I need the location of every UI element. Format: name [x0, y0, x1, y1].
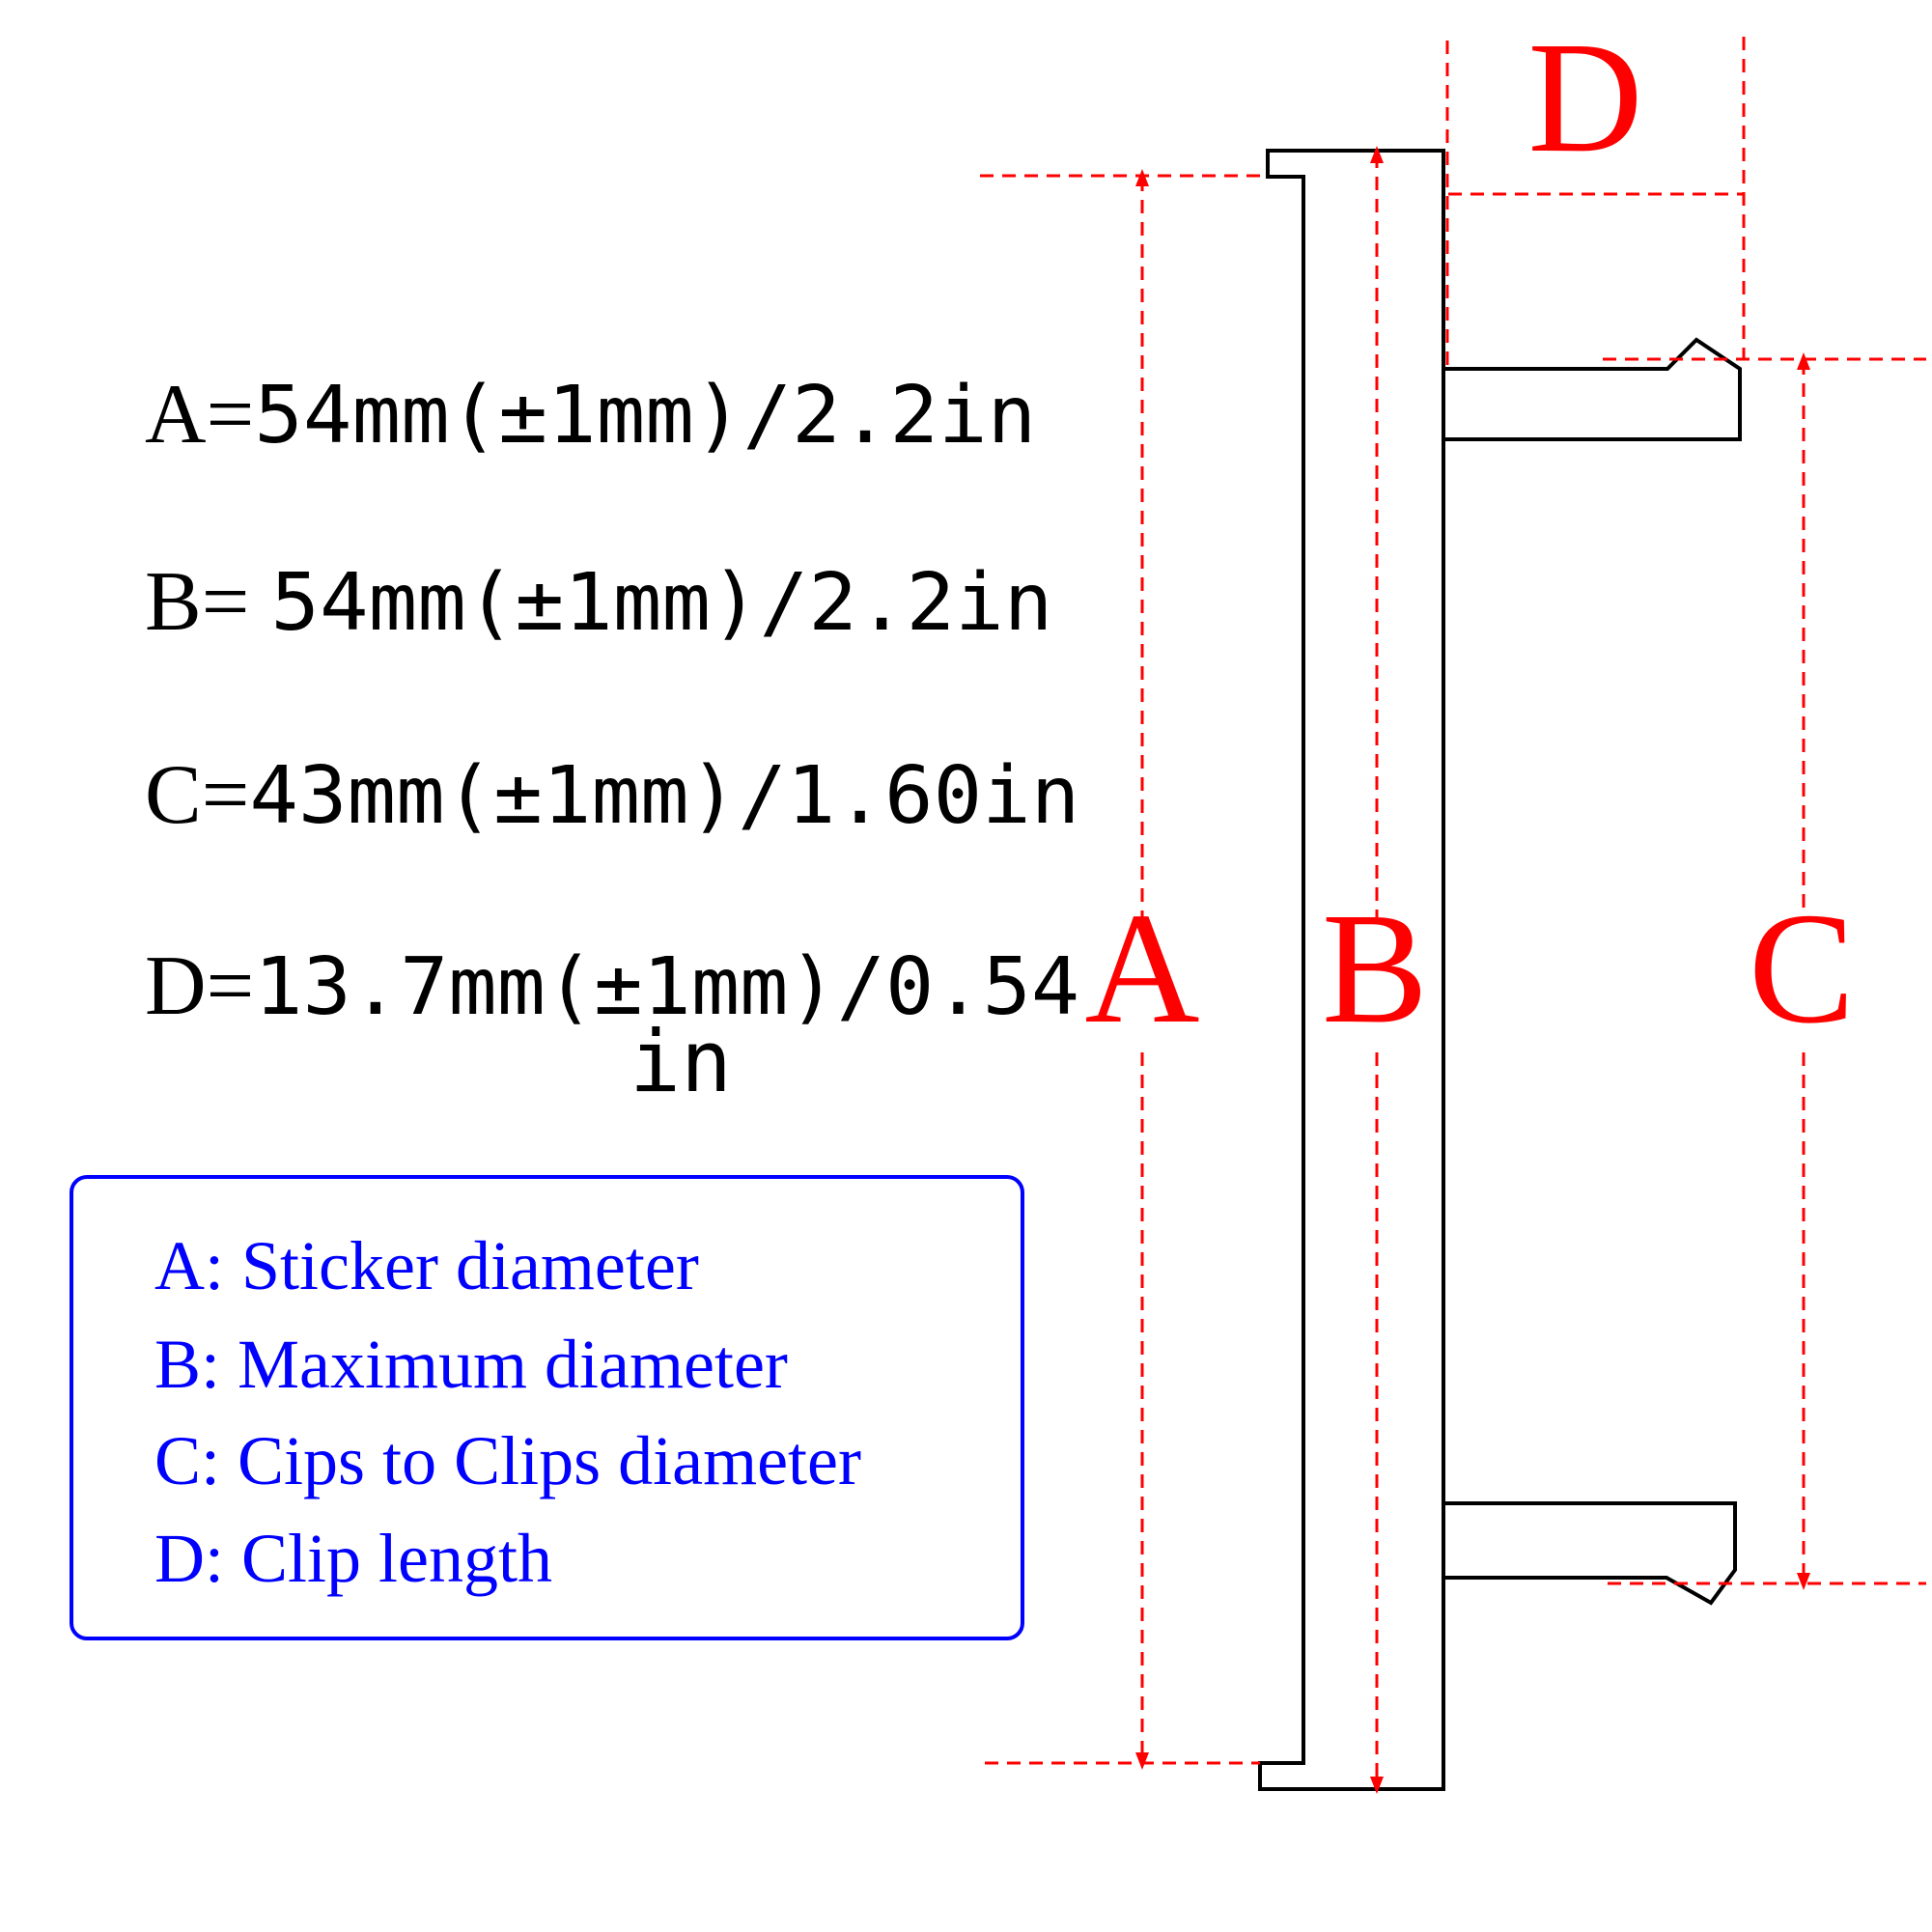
spec-list: A=54mm(±1mm)/2.2in B= 54mm(±1mm)/2.2in C… — [145, 368, 1079, 1111]
spec-line-d-wrap: in — [630, 1012, 732, 1111]
dim-label-d: D — [1527, 9, 1642, 185]
dim-label-c: C — [1749, 880, 1855, 1056]
legend-item-d: D: Clip length — [154, 1520, 552, 1597]
spec-line-c: C=43mm(±1mm)/1.60in — [145, 748, 1079, 842]
top-clip — [1445, 337, 1742, 441]
bottom-clip — [1443, 1501, 1737, 1606]
legend-item-b: B: Maximum diameter — [154, 1326, 788, 1403]
legend-item-a: A: Sticker diameter — [154, 1227, 699, 1304]
dim-label-b: B — [1322, 880, 1428, 1056]
legend-item-c: C: Cips to Clips diameter — [154, 1422, 861, 1499]
dimension-lines — [980, 37, 1926, 1794]
spec-line-b: B= 54mm(±1mm)/2.2in — [145, 555, 1052, 649]
spec-line-d: D=13.7mm(±1mm)/0.54 — [145, 939, 1079, 1033]
legend-box: A: Sticker diameter B: Maximum diameter … — [70, 1175, 1024, 1640]
dimension-labels: A B C D — [1084, 9, 1855, 1056]
dim-label-a: A — [1084, 880, 1199, 1056]
legend-border — [70, 1175, 1024, 1640]
spec-line-a: A=54mm(±1mm)/2.2in — [145, 368, 1036, 462]
